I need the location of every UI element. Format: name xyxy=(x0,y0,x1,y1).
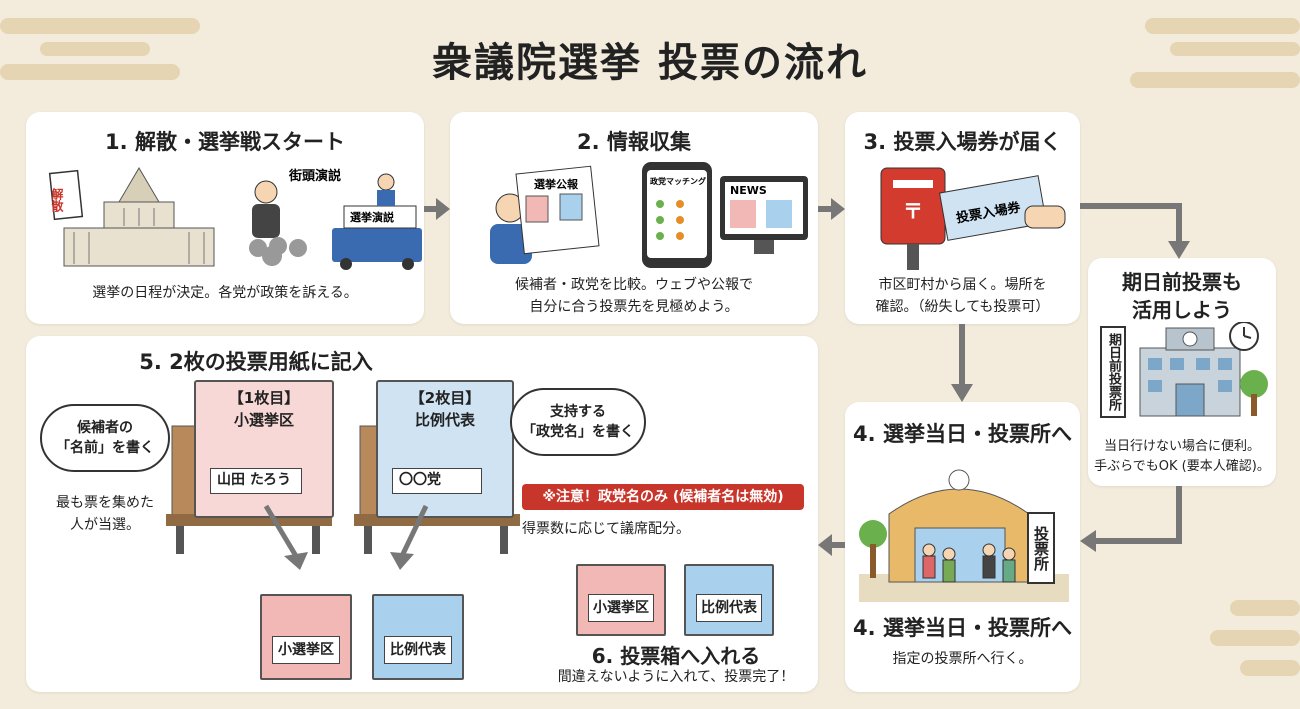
step1-desc: 選挙の日程が決定。各党が政策を訴える。 xyxy=(92,285,358,301)
note-most-votes-line1: 最も票を集めた xyxy=(56,495,154,511)
step4-card: 4. 選挙当日・投票所へ 投票所 4. 選挙当日・投票所へ 指定の投票所へ行く。 xyxy=(845,402,1080,692)
step4-desc: 指定の投票所へ行く。 xyxy=(892,651,1033,667)
step5-title: 5. 2枚の投票用紙に記入 xyxy=(139,350,373,374)
step6-desc: 間違えないように入れて、投票完了！ xyxy=(557,669,795,685)
bubble2-line2: 「政党名」を書く xyxy=(522,424,634,440)
ballot-single-member: 【1枚目】 小選挙区 山田 たろう xyxy=(194,380,334,518)
ballot2-line1: 【2枚目】 xyxy=(409,389,481,407)
arrow-step3-to-early xyxy=(1080,203,1190,259)
bubble2-line1: 支持する xyxy=(550,404,606,420)
step6-title: 6. 投票箱へ入れる xyxy=(591,644,761,668)
early-voting-sign: 期日前投票所 xyxy=(1100,326,1126,418)
arrow-early-to-step4 xyxy=(1080,486,1182,552)
early-voting-building xyxy=(1139,322,1268,417)
decor-top-left xyxy=(0,18,200,34)
decor-top-left-3 xyxy=(0,64,180,80)
step4-title-bottom: 4. 選挙当日・投票所へ xyxy=(853,616,1072,640)
step3-card: 3. 投票入場券が届く 〒 投票入場券 市区町村から届く。場所を 確認。（紛失し… xyxy=(845,112,1080,324)
step6-box-proportional: 比例代表 xyxy=(684,564,774,636)
svg-text:〒: 〒 xyxy=(903,199,923,223)
ballot-box-proportional: 比例代表 xyxy=(372,594,464,680)
bubble1-line1: 候補者の xyxy=(77,420,133,436)
truck-banner-text: 選挙演説 xyxy=(350,210,394,224)
page-title: 衆議院選挙 投票の流れ xyxy=(432,40,868,86)
early-title-line2: 活用しよう xyxy=(1132,298,1232,322)
ballot-to-box-arrows xyxy=(263,504,429,570)
arrow-step2-to-step3 xyxy=(818,198,845,220)
step6-box2-label: 比例代表 xyxy=(696,594,762,622)
step3-desc-line1: 市区町村から届く。場所を xyxy=(878,277,1047,293)
diet-building-illustration: 解散 街頭演説 選挙演説 xyxy=(48,167,422,270)
arrow-step3-to-step4 xyxy=(951,324,973,402)
ballot-box-single-member: 小選挙区 xyxy=(260,594,352,680)
polling-station-illustration xyxy=(859,469,1069,602)
bubble-write-party: 支持する 「政党名」を書く xyxy=(510,388,646,456)
matching-label-text: 政党マッチング xyxy=(650,176,706,186)
step5-card: 5. 2枚の投票用紙に記入 【1枚目】 小選挙区 山田 たろう 【2枚目】 比例… xyxy=(26,336,818,692)
decor-top-left-2 xyxy=(40,42,150,56)
step1-title: 1. 解散・選挙戦スタート xyxy=(105,130,345,154)
decor-top-right-3 xyxy=(1130,72,1300,88)
decor-top-right-2 xyxy=(1170,42,1300,56)
early-title-line1: 期日前投票も xyxy=(1122,270,1242,294)
box2-label: 比例代表 xyxy=(384,636,452,664)
arrow-step4-to-step6 xyxy=(818,534,845,556)
speech-label-text: 街頭演説 xyxy=(288,168,341,184)
box1-label: 小選挙区 xyxy=(272,636,340,664)
early-desc-line1: 当日行けない場合に便利。 xyxy=(1103,439,1260,454)
sign-kaisan-text: 解散 xyxy=(50,187,64,213)
step2-desc-line2: 自分に合う投票先を見極めよう。 xyxy=(529,299,739,315)
decor-bottom-right xyxy=(1230,600,1300,616)
step6-box1-label: 小選挙区 xyxy=(588,594,654,622)
polling-station-sign: 投票所 xyxy=(1027,512,1055,584)
early-voting-card: 期日前投票も 活用しよう 期日前投票所 当日行けない場合に便利。 手ぶらでもOK… xyxy=(1088,258,1276,486)
ballot1-name-field: 山田 たろう xyxy=(210,468,302,494)
step1-card: 1. 解散・選挙戦スタート 解散 街頭演説 選挙演説 選挙の日程が決定。各党が政… xyxy=(26,112,424,324)
step6-box-single-member: 小選挙区 xyxy=(576,564,666,636)
bubble1-line2: 「名前」を書く xyxy=(56,440,154,456)
decor-bottom-right-2 xyxy=(1210,630,1300,646)
step3-title: 3. 投票入場券が届く xyxy=(863,130,1062,154)
news-label-text: NEWS xyxy=(730,184,767,197)
ballot2-line2: 比例代表 xyxy=(414,411,475,429)
step4-title: 4. 選挙当日・投票所へ xyxy=(853,422,1072,446)
arrow-step1-to-step2 xyxy=(424,198,450,220)
info-gathering-illustration: 選挙公報 政党マッチング NEWS xyxy=(490,162,808,268)
step2-desc-line1: 候補者・政党を比較。ウェブや公報で xyxy=(515,277,753,293)
decor-top-right xyxy=(1145,18,1300,34)
warning-party-only: ※注意！政党名のみ (候補者名は無効) xyxy=(522,484,804,510)
step2-card: 2. 情報収集 選挙公報 政党マッチング NEWS 候補者・政党を比較。ウェブや… xyxy=(450,112,818,324)
ballot1-line2: 小選挙区 xyxy=(233,411,294,429)
note-seat-allocation: 得票数に応じて議席配分。 xyxy=(522,521,690,537)
decor-bottom-right-3 xyxy=(1240,660,1300,676)
mailbox-illustration: 〒 投票入場券 xyxy=(880,167,1066,270)
early-desc-line2: 手ぶらでもOK (要本人確認)。 xyxy=(1094,459,1270,474)
bubble-write-name: 候補者の 「名前」を書く xyxy=(40,404,170,472)
ballot-proportional: 【2枚目】 比例代表 〇〇党 xyxy=(376,380,514,518)
ballot1-line1: 【1枚目】 xyxy=(228,389,300,407)
ballot2-party-field: 〇〇党 xyxy=(392,468,482,494)
note-most-votes-line2: 人が当選。 xyxy=(70,517,140,533)
bulletin-label-text: 選挙公報 xyxy=(534,177,579,191)
step3-desc-line2: 確認。（紛失しても投票可） xyxy=(875,299,1050,315)
step2-title: 2. 情報収集 xyxy=(577,130,691,154)
